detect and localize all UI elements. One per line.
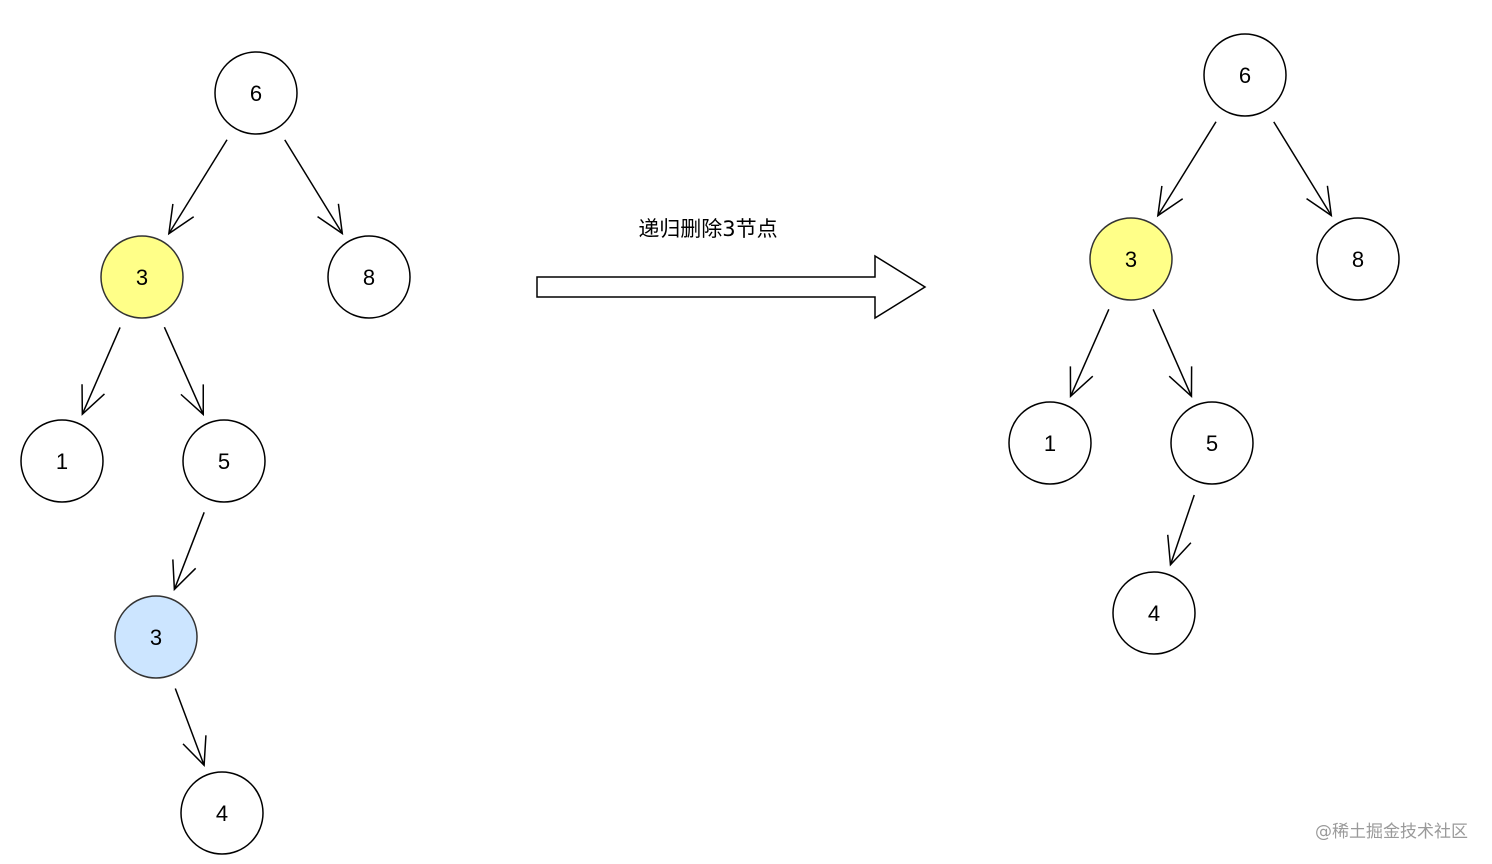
before-node-1: 1 bbox=[20, 419, 104, 503]
before-node-8: 8 bbox=[327, 235, 411, 319]
after-node-label: 4 bbox=[1148, 601, 1160, 626]
before-node-label: 3 bbox=[150, 625, 162, 650]
before-edge-6-to-3 bbox=[167, 139, 228, 236]
after-node-label: 1 bbox=[1044, 431, 1056, 456]
before-node-5: 5 bbox=[182, 419, 266, 503]
after-node-4: 4 bbox=[1112, 571, 1196, 655]
after-edge-3-to-1 bbox=[1069, 309, 1110, 399]
before-node-3-yellow: 3 bbox=[100, 235, 184, 319]
after-node-3-yellow: 3 bbox=[1089, 217, 1173, 301]
after-edge-6-to-3 bbox=[1156, 121, 1217, 218]
after-node-label: 6 bbox=[1239, 63, 1251, 88]
after-node-label: 5 bbox=[1206, 431, 1218, 456]
after-node-5: 5 bbox=[1170, 401, 1254, 485]
after-tree: 6 3 8 1 5 4 bbox=[1008, 33, 1400, 655]
after-node-label: 8 bbox=[1352, 247, 1364, 272]
before-node-label: 5 bbox=[218, 449, 230, 474]
before-node-label: 6 bbox=[250, 81, 262, 106]
before-node-3-blue: 3 bbox=[114, 595, 198, 679]
after-edge-6-to-8 bbox=[1273, 121, 1333, 218]
before-tree: 6 3 8 1 5 3 4 bbox=[20, 51, 411, 855]
transition-arrow bbox=[536, 254, 927, 320]
before-node-4: 4 bbox=[180, 771, 264, 855]
watermark: @稀土掘金技术社区 bbox=[1315, 822, 1468, 842]
before-node-6: 6 bbox=[214, 51, 298, 135]
before-edge-3-to-4 bbox=[174, 688, 207, 767]
transition-caption: 递归删除3节点 bbox=[638, 217, 777, 241]
after-node-label: 3 bbox=[1125, 247, 1137, 272]
before-node-label: 3 bbox=[136, 265, 148, 290]
after-node-1: 1 bbox=[1008, 401, 1092, 485]
before-node-label: 8 bbox=[363, 265, 375, 290]
before-edge-3-to-1 bbox=[81, 327, 121, 416]
before-edge-6-to-8 bbox=[284, 139, 344, 236]
before-edge-3-to-5 bbox=[163, 326, 205, 417]
after-node-8: 8 bbox=[1316, 217, 1400, 301]
after-node-6: 6 bbox=[1203, 33, 1287, 117]
before-edge-5-to-3 bbox=[172, 512, 205, 592]
before-node-label: 1 bbox=[56, 449, 68, 474]
before-node-label: 4 bbox=[216, 801, 228, 826]
after-edge-3-to-5 bbox=[1152, 309, 1193, 399]
after-edge-5-to-4 bbox=[1166, 494, 1195, 567]
